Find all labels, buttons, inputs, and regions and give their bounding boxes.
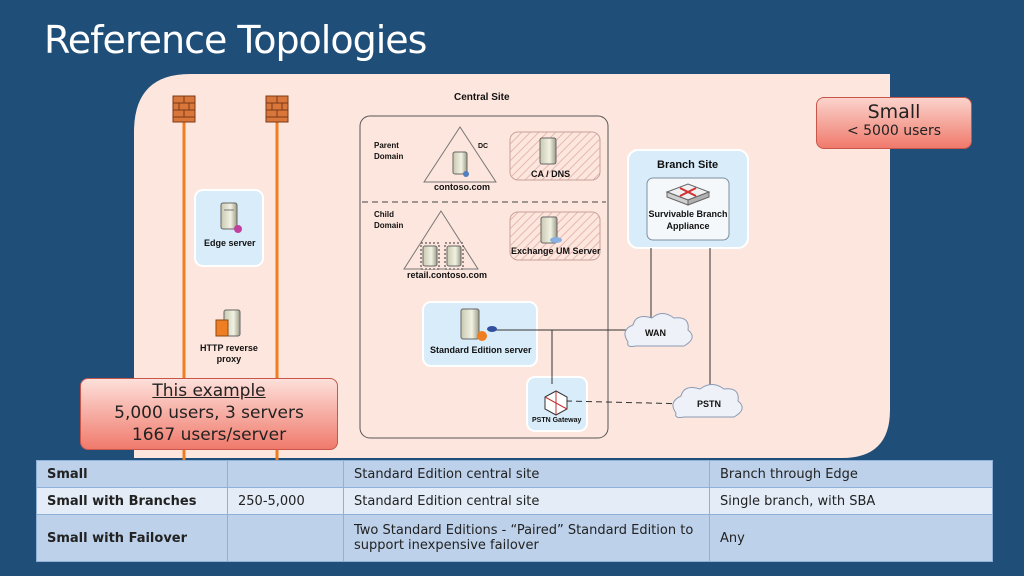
page-title: Reference Topologies [44, 18, 427, 62]
firewall-icon [265, 95, 289, 123]
table-cell: Small [36, 460, 228, 488]
branch-site-label: Branch Site [657, 159, 719, 171]
ca-dns-label: CA / DNS [531, 169, 571, 179]
table-cell: Branch through Edge [709, 460, 993, 488]
small-callout-subtitle: < 5000 users [846, 123, 942, 139]
dc-label: DC [478, 143, 489, 150]
example-callout-line: 1667 users/server [131, 425, 287, 445]
edge-server-label: Edge server [204, 238, 256, 248]
central-site-box [359, 115, 609, 439]
topology-table: Small Standard Edition central site Bran… [36, 460, 993, 562]
firewall-icon [172, 95, 196, 123]
table-cell: Small with Failover [36, 514, 228, 562]
table-cell: Standard Edition central site [343, 487, 710, 515]
server-icon [460, 308, 497, 341]
server-icon [420, 242, 440, 270]
server-icon [540, 216, 562, 244]
server-icon [215, 309, 241, 337]
table-cell [227, 460, 344, 488]
gateway-icon [544, 390, 568, 416]
table-row: Small Standard Edition central site Bran… [36, 460, 993, 488]
std-edition-label: Standard Edition server [430, 345, 532, 355]
wan-cloud [624, 313, 693, 347]
table-cell: Single branch, with SBA [709, 487, 993, 515]
server-icon [539, 137, 557, 165]
table-cell: Any [709, 514, 993, 562]
table-row: Small with Branches 250-5,000 Standard E… [36, 487, 993, 515]
example-callout: This example 5,000 users, 3 servers 1667… [80, 378, 338, 450]
example-callout-title: This example [152, 381, 266, 401]
small-callout: Small < 5000 users [816, 97, 972, 149]
small-callout-title: Small [867, 101, 921, 123]
server-icon [220, 202, 242, 233]
central-site-label: Central Site [454, 92, 510, 103]
table-row: Small with Failover Two Standard Edition… [36, 514, 993, 562]
contoso-label: contoso.com [434, 182, 491, 192]
server-icon [444, 242, 464, 270]
pstn-cloud [672, 384, 743, 418]
exchange-um-label: Exchange UM Server [511, 246, 601, 256]
table-cell: Standard Edition central site [343, 460, 710, 488]
pstn-label: PSTN [697, 399, 722, 409]
table-cell: 250-5,000 [227, 487, 344, 515]
wan-label: WAN [645, 328, 666, 338]
retail-label: retail.contoso.com [407, 270, 488, 280]
pstn-gateway-label: PSTN Gateway [532, 417, 582, 424]
table-cell: Small with Branches [36, 487, 228, 515]
server-icon [452, 151, 469, 177]
table-cell [227, 514, 344, 562]
table-cell: Two Standard Editions - “Paired” Standar… [343, 514, 710, 562]
example-callout-line: 5,000 users, 3 servers [114, 403, 304, 423]
appliance-icon [665, 183, 711, 206]
